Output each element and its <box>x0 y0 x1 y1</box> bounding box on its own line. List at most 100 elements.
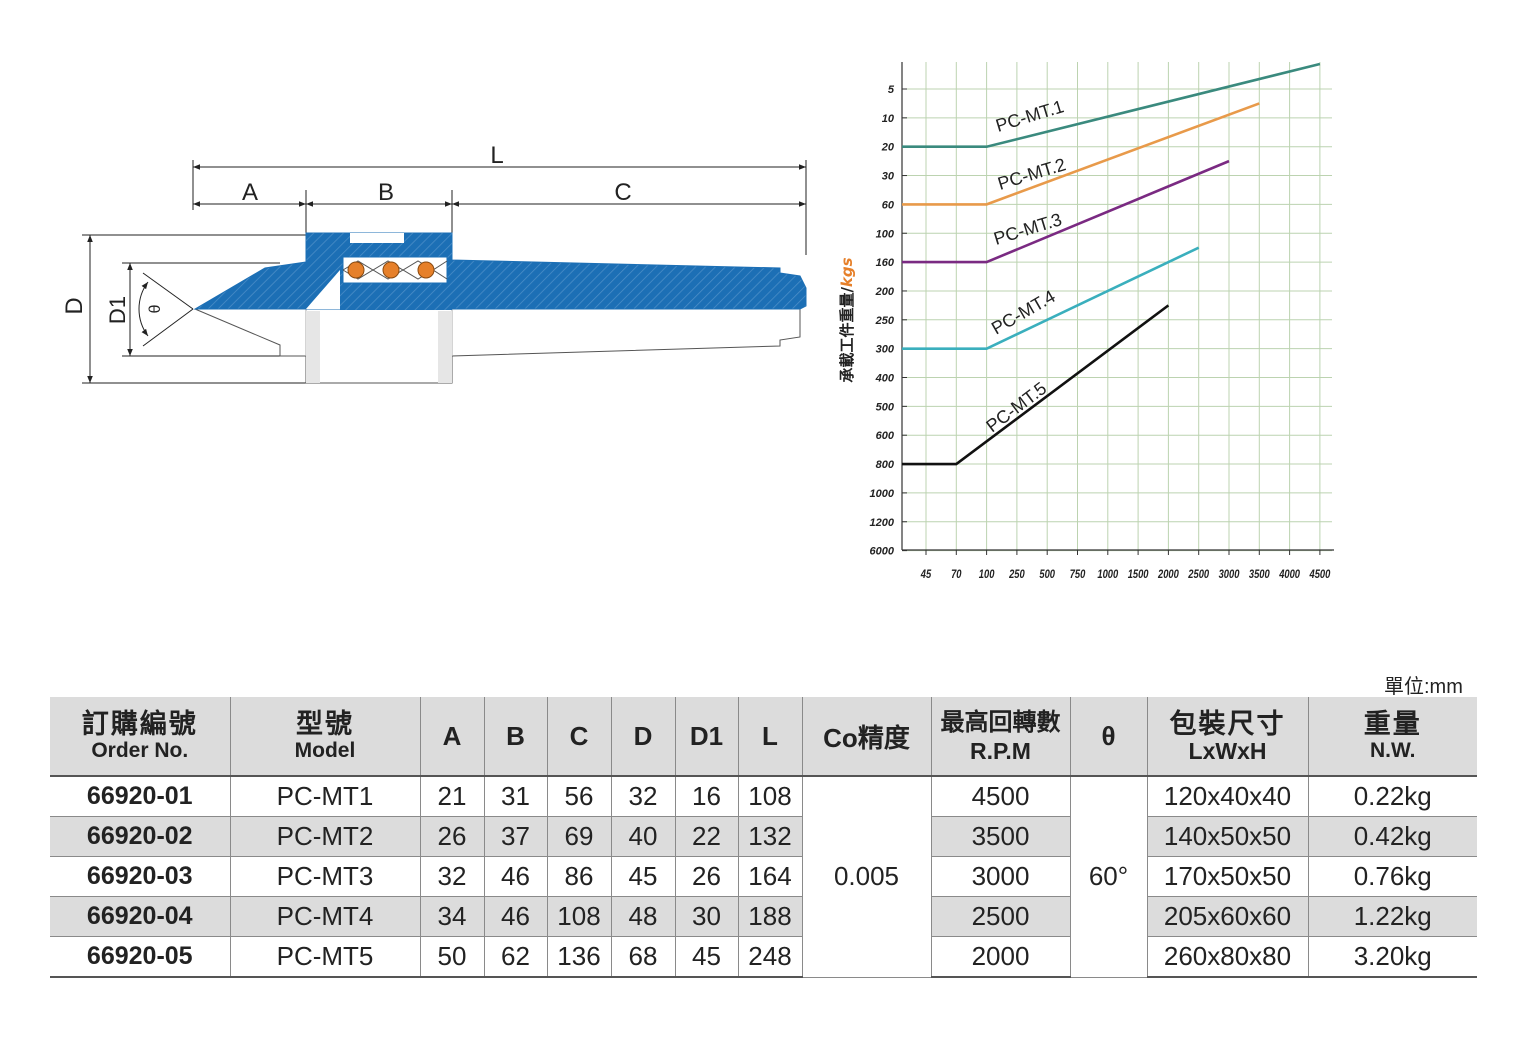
weight-cell: 3.20kg <box>1307 936 1477 978</box>
order-no-cell: 66920-04 <box>50 896 230 937</box>
series-label: PC-MT.3 <box>991 209 1064 249</box>
l-cell: 132 <box>737 816 802 857</box>
table-row: 66920-03 PC-MT3 32 46 86 45 26 164 3000 … <box>50 856 1477 897</box>
y-tick-label: 60 <box>882 199 895 211</box>
l-cell: 188 <box>737 896 802 937</box>
y-tick-label: 100 <box>876 228 895 240</box>
dim-label-A: A <box>242 179 258 206</box>
x-tick-label: 4000 <box>1278 568 1300 581</box>
angle-theta: θ <box>138 272 194 347</box>
y-tick-label: 10 <box>882 113 895 125</box>
a-cell: 32 <box>419 856 484 897</box>
c-cell: 108 <box>546 896 611 937</box>
angle-label-theta: θ <box>147 304 164 313</box>
d1-cell: 30 <box>674 896 738 937</box>
model-cell: PC-MT3 <box>229 856 420 897</box>
b-cell: 62 <box>483 936 547 978</box>
x-tick-label: 750 <box>1070 568 1086 581</box>
c-cell: 86 <box>546 856 611 897</box>
weight-cell: 0.22kg <box>1307 776 1477 817</box>
dim-label-D1: D1 <box>105 296 130 324</box>
l-cell: 108 <box>737 776 802 817</box>
series-line-pc-mt-3 <box>902 159 1230 264</box>
y-tick-label: 160 <box>876 257 895 269</box>
y-tick-label: 1000 <box>870 488 895 500</box>
x-tick-label: 250 <box>1008 568 1024 581</box>
d1-cell: 22 <box>674 816 738 857</box>
d1-cell: 26 <box>674 856 738 897</box>
load-rpm-chart: 5102030601001602002503004005006008001000… <box>838 62 1334 581</box>
center-lower-half <box>194 308 801 384</box>
x-tick-label: 45 <box>920 568 932 581</box>
rpm-cell: 4500 <box>930 776 1070 817</box>
order-no-cell: 66920-02 <box>50 816 230 857</box>
dimension-L: L <box>192 142 807 255</box>
rpm-cell: 2000 <box>930 936 1070 978</box>
model-cell: PC-MT4 <box>229 896 420 937</box>
y-tick-label: 250 <box>875 315 895 327</box>
order-no-cell: 66920-03 <box>50 856 230 897</box>
x-tick-label: 500 <box>1039 568 1055 581</box>
header-a: A <box>419 697 484 777</box>
header-theta: θ <box>1069 697 1147 777</box>
l-cell: 164 <box>737 856 802 897</box>
y-tick-label: 30 <box>882 171 895 183</box>
rpm-cell: 2500 <box>930 896 1070 937</box>
y-tick-label: 1200 <box>870 517 895 529</box>
order-no-cell: 66920-01 <box>50 776 230 817</box>
table-row: 66920-01 PC-MT1 21 31 56 32 16 108 0.005… <box>50 776 1477 978</box>
y-tick-label: 5 <box>888 84 895 96</box>
dim-label-C: C <box>614 179 631 206</box>
d1-cell: 45 <box>674 936 738 978</box>
y-tick-label: 200 <box>875 286 895 298</box>
b-cell: 46 <box>483 856 547 897</box>
c-cell: 56 <box>546 776 611 817</box>
dim-label-D: D <box>61 297 88 314</box>
d1-cell: 16 <box>674 776 738 817</box>
header-d: D <box>610 697 675 777</box>
a-cell: 26 <box>419 816 484 857</box>
c-cell: 136 <box>546 936 611 978</box>
theta-cell: 60° <box>1069 776 1147 978</box>
x-tick-label: 3000 <box>1219 568 1240 581</box>
unit-label: 單位:mm <box>1384 676 1463 698</box>
l-cell: 248 <box>737 936 802 978</box>
bearing-ball-2 <box>382 261 400 279</box>
dimension-ABC: A B C <box>193 179 806 235</box>
weight-cell: 1.22kg <box>1307 896 1477 937</box>
package-size-cell: 170x50x50 <box>1146 856 1308 897</box>
package-size-cell: 260x80x80 <box>1146 936 1308 978</box>
y-axis-label-unit: kgs <box>838 257 856 287</box>
y-tick-label: 600 <box>876 430 895 442</box>
b-cell: 46 <box>483 896 547 937</box>
y-tick-label: 300 <box>876 344 895 356</box>
dim-label-L: L <box>490 142 503 169</box>
a-cell: 21 <box>419 776 484 817</box>
x-tick-label: 2500 <box>1187 568 1209 581</box>
model-cell: PC-MT1 <box>229 776 420 817</box>
dim-label-B: B <box>378 179 394 206</box>
x-tick-label: 3500 <box>1249 568 1270 581</box>
d-cell: 45 <box>610 856 675 897</box>
model-cell: PC-MT5 <box>229 936 420 978</box>
package-size-cell: 140x50x50 <box>1146 816 1308 857</box>
package-size-cell: 120x40x40 <box>1146 776 1308 817</box>
y-axis-label-main: 承載工件重量/ <box>838 287 856 383</box>
center-upper-half-section <box>193 232 807 310</box>
header-c: C <box>546 697 611 777</box>
dimension-D1: D1 <box>105 262 280 357</box>
series-line-pc-mt-1 <box>902 62 1321 148</box>
y-axis-label: 承載工件重量/kgs <box>838 257 856 382</box>
x-tick-label: 70 <box>951 568 961 581</box>
b-cell: 31 <box>483 776 547 817</box>
model-cell: PC-MT2 <box>229 816 420 857</box>
co-accuracy-cell: 0.005 <box>801 776 931 978</box>
y-tick-label: 20 <box>881 142 895 154</box>
a-cell: 34 <box>419 896 484 937</box>
table-row: 66920-05 PC-MT5 50 62 136 68 45 248 2000… <box>50 936 1477 978</box>
